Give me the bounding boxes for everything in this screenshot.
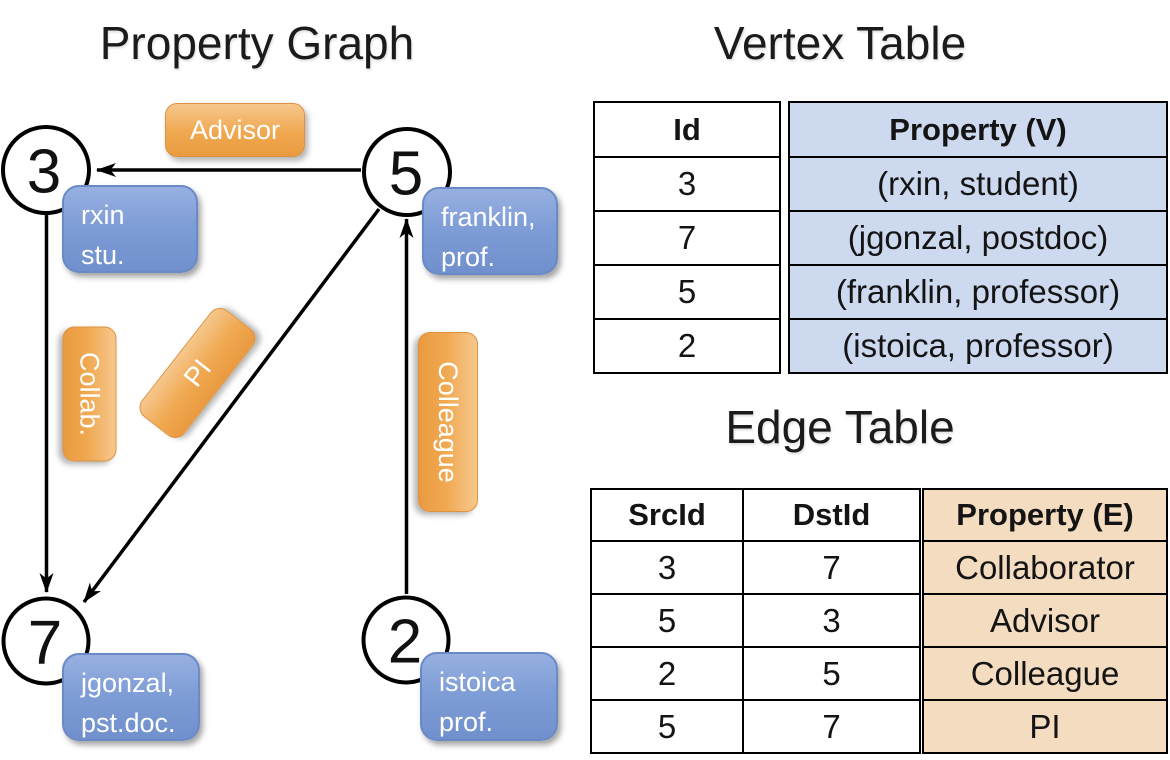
table-row: 5 7: [590, 699, 921, 754]
table-row: 3: [593, 156, 781, 212]
vertex-property-cell: (rxin, student): [788, 156, 1168, 212]
vertex-property-line: stu.: [81, 240, 125, 270]
table-row: (franklin, professor): [788, 264, 1168, 320]
node-id-label: 5: [389, 140, 423, 209]
edge-label-colleague: Colleague: [418, 332, 478, 512]
edge-table-property-column: Property (E) Collaborator Advisor Collea…: [922, 488, 1168, 754]
vertex-property-line: rxin: [81, 200, 125, 230]
vertex-table-title: Vertex Table: [713, 17, 967, 69]
table-row: 5: [593, 264, 781, 320]
table-row: 2 5: [590, 646, 921, 701]
table-row: PI: [922, 699, 1168, 754]
edge-src-cell: 3: [590, 540, 744, 595]
edge-dst-cell: 7: [742, 540, 921, 595]
vertex-id-cell: 7: [593, 210, 781, 266]
edge-table-title: Edge Table: [725, 401, 955, 453]
vertex-property-line: prof.: [441, 242, 496, 272]
node-id-label: 7: [28, 609, 62, 678]
property-graph-title: Property Graph: [99, 17, 415, 69]
edge-src-cell: 2: [590, 646, 744, 701]
edge-property-cell: Advisor: [922, 593, 1168, 648]
table-row: (istoica, professor): [788, 318, 1168, 374]
vertex-property-line: prof.: [439, 707, 494, 737]
edge-src-cell: 5: [590, 593, 744, 648]
table-row: Advisor: [922, 593, 1168, 648]
table-row: Collaborator: [922, 540, 1168, 595]
edge-property-cell: Collaborator: [922, 540, 1168, 595]
edge-table-header-property: Property (E): [922, 488, 1168, 542]
edge-src-cell: 5: [590, 699, 744, 754]
vertex-property-box-istoica: istoica prof.: [420, 652, 558, 741]
edge-table-header-srcid: SrcId: [590, 488, 744, 542]
edge-table-id-columns: SrcId DstId 3 7 5 3 2 5 5 7: [590, 488, 921, 754]
vertex-property-cell: (istoica, professor): [788, 318, 1168, 374]
edge-property-cell: PI: [922, 699, 1168, 754]
vertex-property-box-franklin: franklin, prof.: [422, 187, 558, 275]
vertex-id-cell: 2: [593, 318, 781, 374]
table-header-row: Property (V): [788, 101, 1168, 158]
table-header-row: Id: [593, 101, 781, 158]
table-header-row: Property (E): [922, 488, 1168, 542]
vertex-id-cell: 5: [593, 264, 781, 320]
table-row: (rxin, student): [788, 156, 1168, 212]
graph-canvas: 3 5 7 2: [1, 125, 452, 686]
edge-table-header-dstid: DstId: [742, 488, 921, 542]
vertex-property-line: jgonzal,: [81, 668, 175, 698]
vertex-property-cell: (franklin, professor): [788, 264, 1168, 320]
edge-dst-cell: 3: [742, 593, 921, 648]
vertex-id-cell: 3: [593, 156, 781, 212]
table-row: Colleague: [922, 646, 1168, 701]
vertex-table-header-property: Property (V): [788, 101, 1168, 158]
vertex-property-box-rxin: rxin stu.: [62, 185, 198, 273]
table-row: 2: [593, 318, 781, 374]
tables-panel: Vertex Table Id 3 7 5 2 Property (V) (rx…: [585, 0, 1170, 760]
vertex-table-header-id: Id: [593, 101, 781, 158]
table-row: 7: [593, 210, 781, 266]
vertex-property-cell: (jgonzal, postdoc): [788, 210, 1168, 266]
table-row: (jgonzal, postdoc): [788, 210, 1168, 266]
property-graph-panel: Property Graph 3 5 7 2 rxin stu.: [1, 17, 558, 741]
vertex-property-line: istoica: [439, 667, 516, 697]
table-header-row: SrcId DstId: [590, 488, 921, 542]
edge-dst-cell: 7: [742, 699, 921, 754]
edge-dst-cell: 5: [742, 646, 921, 701]
edge-property-cell: Colleague: [922, 646, 1168, 701]
edge-label-advisor: Advisor: [165, 103, 305, 157]
vertex-table-id-column: Id 3 7 5 2: [593, 101, 781, 374]
table-row: 3 7: [590, 540, 921, 595]
node-id-label: 3: [27, 138, 61, 207]
table-row: 5 3: [590, 593, 921, 648]
vertex-property-box-jgonzal: jgonzal, pst.doc.: [62, 653, 200, 741]
vertex-table-property-column: Property (V) (rxin, student) (jgonzal, p…: [788, 101, 1168, 374]
edge-label-collab: Collab.: [62, 326, 117, 462]
vertex-property-line: franklin,: [441, 202, 536, 232]
node-id-label: 2: [388, 608, 422, 677]
edge-arrow-5-to-7: [82, 207, 381, 604]
vertex-property-line: pst.doc.: [81, 708, 176, 738]
